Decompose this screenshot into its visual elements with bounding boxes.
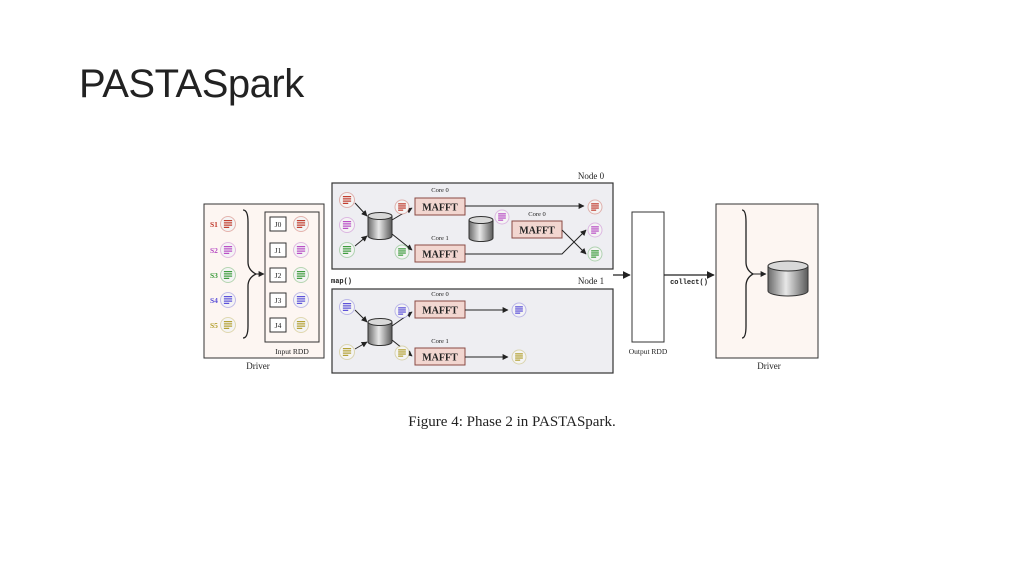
- n0-core0-label: Core 0: [431, 187, 449, 194]
- mafft-label: MAFFT: [422, 203, 458, 214]
- map-label: map(): [331, 278, 352, 286]
- n1-mafft-core1: MAFFT: [414, 347, 466, 366]
- job-box-3: [269, 292, 287, 308]
- n1-core0-seq: [394, 303, 410, 319]
- subset-icon-2: [220, 242, 236, 258]
- n0-arrow-in-0: [354, 202, 368, 217]
- n0-local-db-2: [468, 216, 494, 242]
- n1-local-db: [367, 318, 393, 346]
- subset-label-2: S2: [210, 246, 218, 255]
- mafft-label: MAFFT: [422, 353, 458, 364]
- n0-core1-seq: [394, 244, 410, 260]
- job-label-0: J0: [275, 220, 282, 229]
- n0-out-seq-2: [587, 246, 603, 262]
- n1-out-seq-4: [511, 349, 527, 365]
- n0-arrow-out-1: [561, 229, 587, 255]
- n0-out-seq-0: [587, 199, 603, 215]
- job-label-4: J4: [275, 321, 282, 330]
- n1-out-seq-3: [511, 302, 527, 318]
- subset-label-5: S5: [210, 321, 218, 330]
- n1-core1-seq: [394, 345, 410, 361]
- subset-label-1: S1: [210, 220, 218, 229]
- mafft-label: MAFFT: [422, 306, 458, 317]
- n0-core0-seq: [394, 199, 410, 215]
- n0-core0b-label: Core 0: [528, 211, 546, 218]
- n1-arrow-in-3: [354, 309, 368, 323]
- n0-mafft-core0: MAFFT: [414, 197, 466, 216]
- job-seq-icon-3: [293, 292, 309, 308]
- n1-in-seq-3: [339, 299, 355, 315]
- driver-left-label: Driver: [246, 361, 270, 371]
- job-seq-icon-0: [293, 216, 309, 232]
- job-label-3: J3: [275, 296, 282, 305]
- mafft-label: MAFFT: [422, 250, 458, 261]
- n0-mafft-core1: MAFFT: [414, 244, 466, 263]
- job-seq-icon-2: [293, 267, 309, 283]
- job-box-0: [269, 216, 287, 232]
- n1-in-seq-4: [339, 344, 355, 360]
- n0-in-seq-0: [339, 192, 355, 208]
- job-seq-icon-4: [293, 317, 309, 333]
- n1-core1-label: Core 1: [431, 338, 449, 345]
- collect-label: collect(): [670, 279, 708, 287]
- node0-label: Node 0: [578, 171, 605, 181]
- subset-icon-4: [220, 292, 236, 308]
- job-label-1: J1: [275, 246, 282, 255]
- output-rdd-box: [631, 211, 665, 343]
- job-box-2: [269, 267, 287, 283]
- node1-label: Node 1: [578, 276, 604, 286]
- subset-icon-5: [220, 317, 236, 333]
- subset-icon-3: [220, 267, 236, 283]
- input-rdd-label: Input RDD: [275, 347, 309, 356]
- n0-in-seq-1: [339, 217, 355, 233]
- mafft-label: MAFFT: [519, 226, 555, 237]
- database-icon: [767, 260, 809, 297]
- n0-in-seq-2: [339, 242, 355, 258]
- job-box-4: [269, 317, 287, 333]
- n0-core0b-seq: [494, 209, 510, 225]
- slide-title: PASTASpark: [79, 62, 304, 106]
- n1-mafft-core0: MAFFT: [414, 300, 466, 319]
- n0-arrow-out-2: [465, 229, 587, 255]
- n0-arrow-in-2: [354, 235, 368, 247]
- subset-icon-1: [220, 216, 236, 232]
- driver-right-label: Driver: [757, 361, 781, 371]
- n0-out-seq-1: [587, 222, 603, 238]
- subset-label-3: S3: [210, 271, 218, 280]
- n1-arrow-core0: [391, 311, 413, 327]
- output-rdd-label: Output RDD: [629, 347, 668, 356]
- job-label-2: J2: [275, 271, 282, 280]
- n0-core1-label: Core 1: [431, 235, 449, 242]
- n0-arrow-core1: [391, 233, 413, 251]
- n1-core0-label: Core 0: [431, 291, 449, 298]
- n0-mafft-core0b: MAFFT: [511, 220, 563, 239]
- figure-caption: Figure 4: Phase 2 in PASTASpark.: [408, 414, 616, 430]
- job-box-1: [269, 242, 287, 258]
- job-seq-icon-1: [293, 242, 309, 258]
- n1-arrow-in-4: [354, 341, 368, 350]
- subset-label-4: S4: [210, 296, 218, 305]
- n0-local-db: [367, 212, 393, 240]
